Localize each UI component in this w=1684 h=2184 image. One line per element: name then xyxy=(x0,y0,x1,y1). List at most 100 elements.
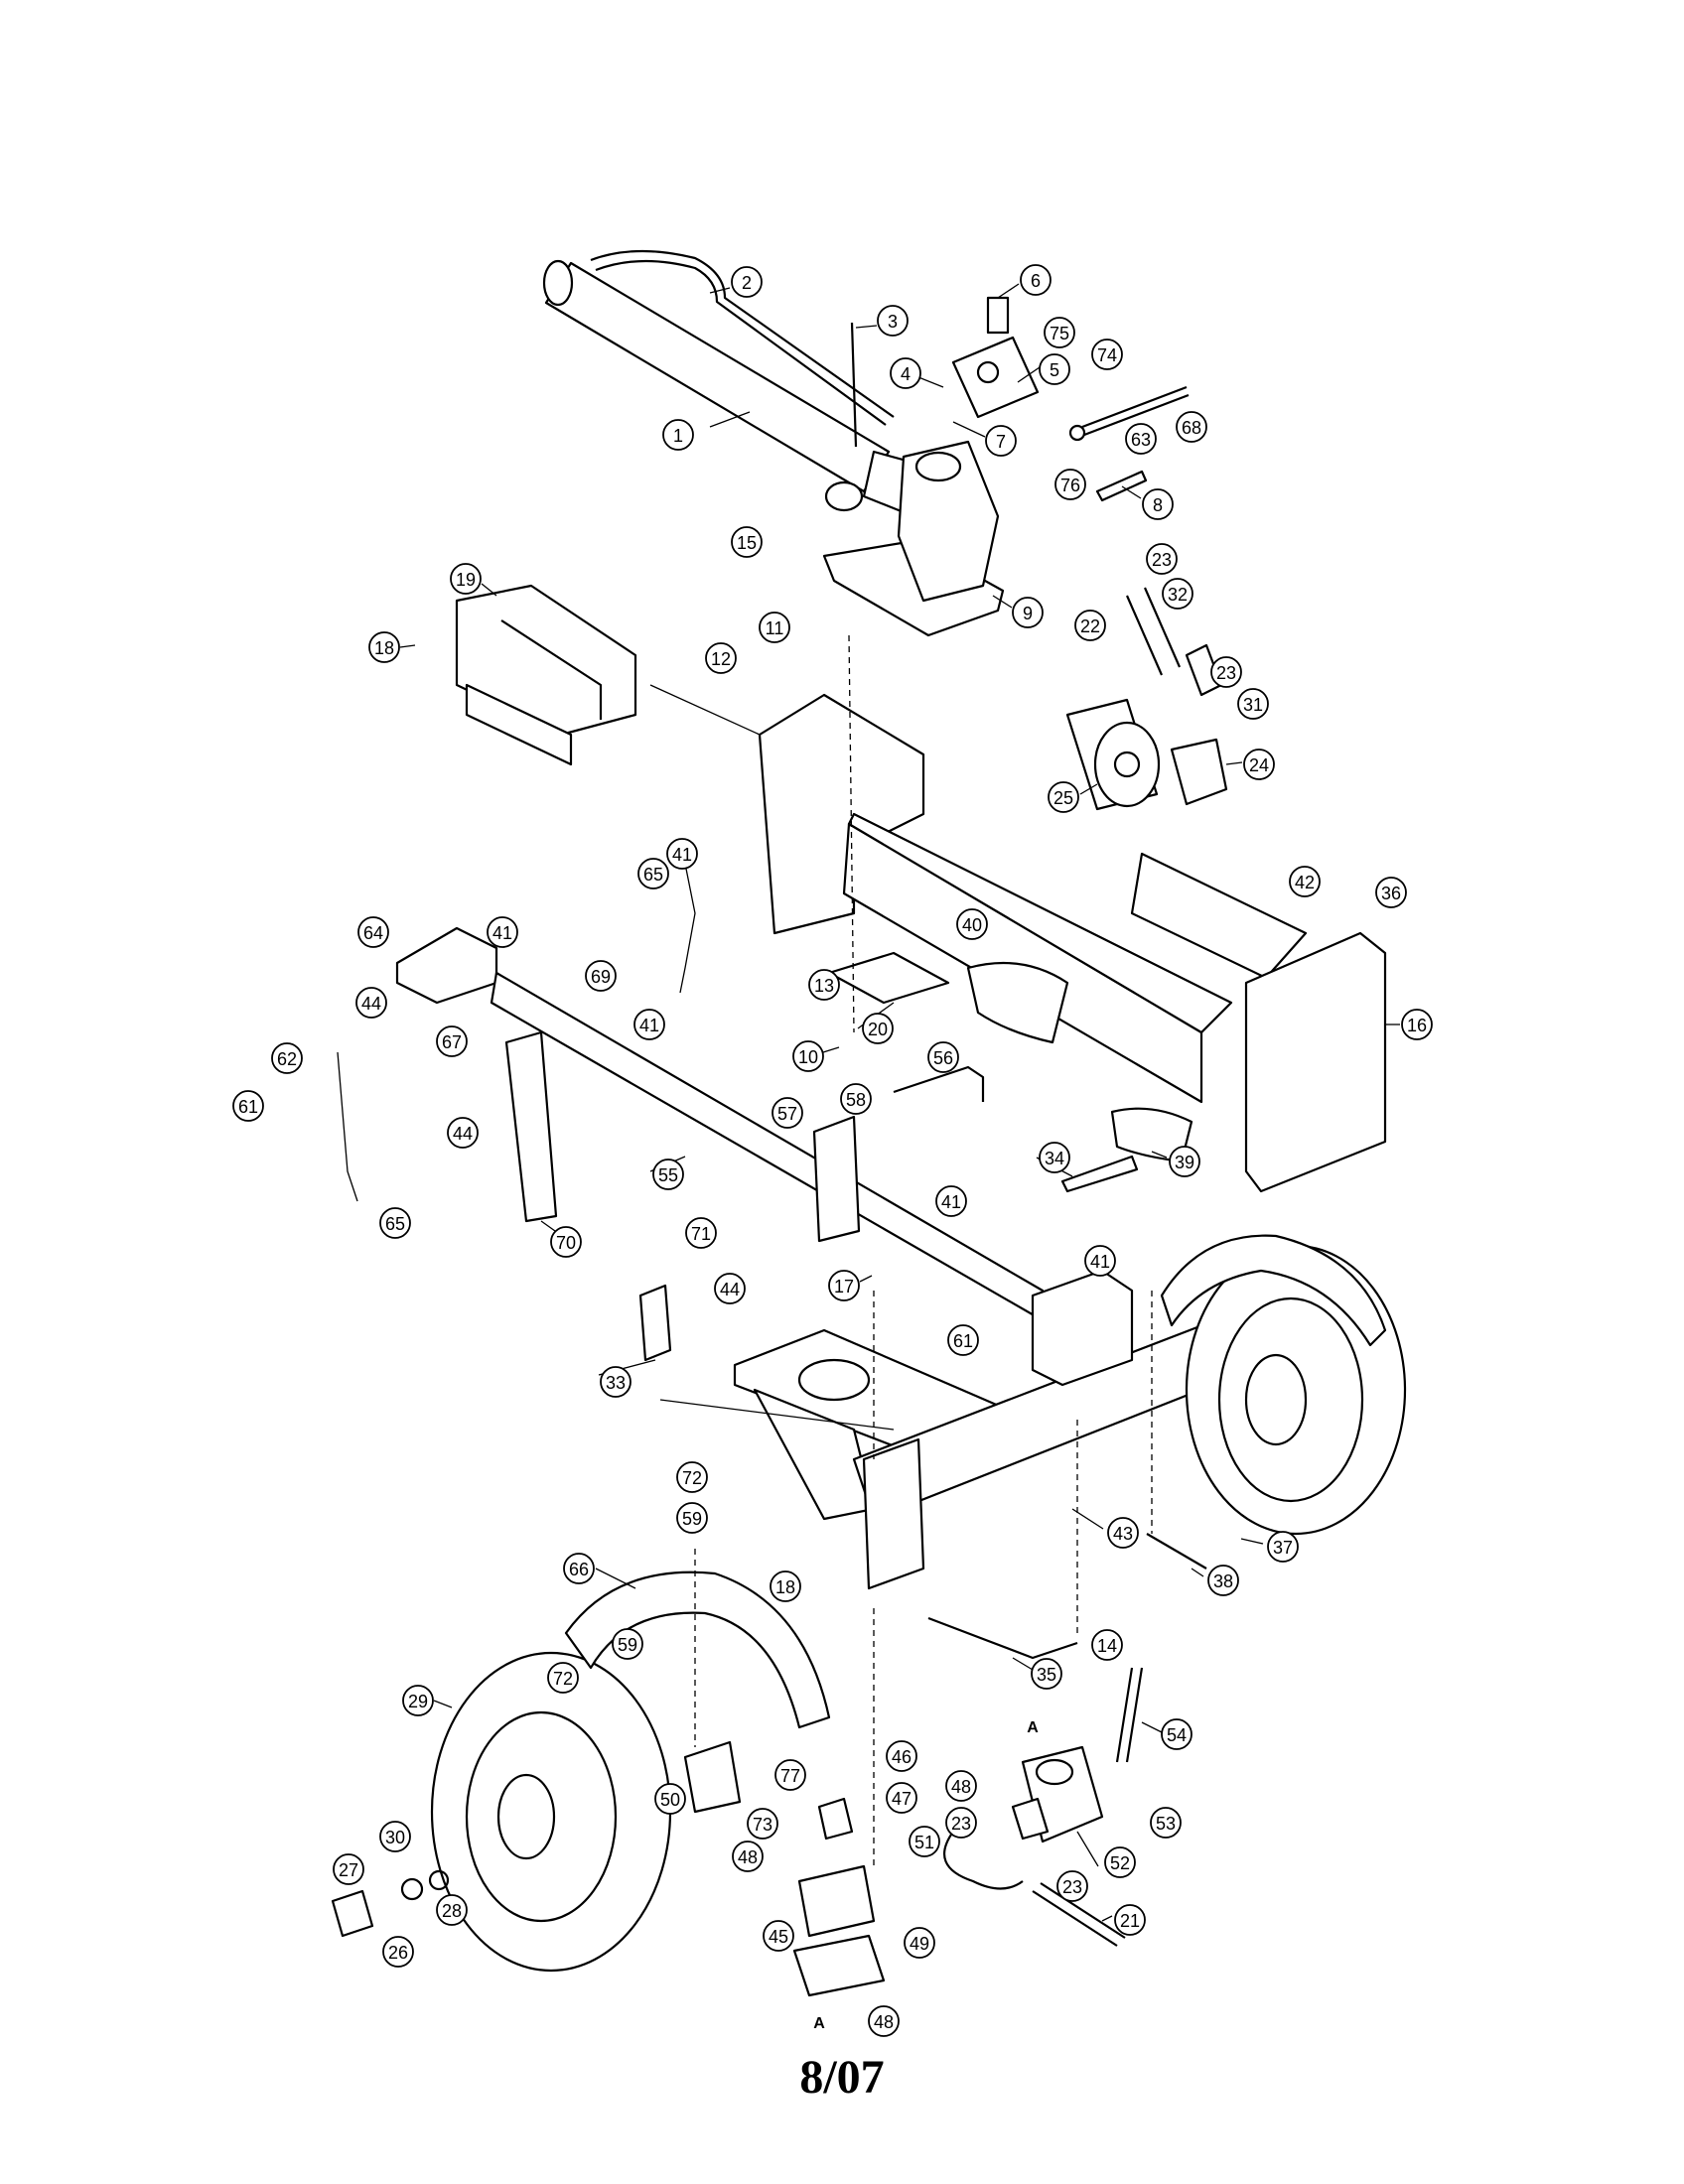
callout-number: 57 xyxy=(777,1104,797,1124)
pin-34 xyxy=(1060,1155,1139,1193)
callout-number: 42 xyxy=(1295,873,1315,892)
callout-circle xyxy=(666,838,698,870)
callout-number: 19 xyxy=(456,570,476,590)
callout-number: 21 xyxy=(1120,1911,1140,1931)
callout-number: 44 xyxy=(720,1280,740,1299)
callout-circle xyxy=(840,1083,872,1115)
jack-stand xyxy=(638,1284,672,1362)
callout-51: 51 xyxy=(909,1826,940,1857)
callout-4: 4 xyxy=(890,357,921,389)
callout-circle xyxy=(1267,1531,1299,1563)
callout-circle xyxy=(935,1185,967,1217)
callout-circle xyxy=(1056,1870,1088,1902)
callout-number: 24 xyxy=(1249,755,1269,775)
callout-circle xyxy=(1150,1807,1182,1839)
callout-77: 77 xyxy=(774,1759,806,1791)
callout-circle xyxy=(1091,1629,1123,1661)
callout-circle xyxy=(1176,411,1207,443)
callout-circle xyxy=(550,1226,582,1258)
callout-64: 64 xyxy=(357,916,389,948)
callout-circle xyxy=(1091,339,1123,370)
callout-number: 15 xyxy=(737,533,757,553)
revision-date: 8/07 xyxy=(799,2051,885,2104)
callout-number: 41 xyxy=(672,845,692,865)
callout-circle xyxy=(1048,781,1079,813)
callout-10: 10 xyxy=(792,1040,824,1072)
callout-44: 44 xyxy=(447,1117,479,1149)
callout-35: 35 xyxy=(1031,1658,1062,1690)
callout-61: 61 xyxy=(232,1090,264,1122)
callout-number: 41 xyxy=(1090,1252,1110,1272)
pump-mount xyxy=(797,1864,876,1938)
pressure-hose xyxy=(1115,1667,1134,1763)
callout-number: 51 xyxy=(914,1833,934,1852)
callout-circle xyxy=(685,1217,717,1249)
callout-number: 62 xyxy=(277,1049,297,1069)
callout-number: 64 xyxy=(363,923,383,943)
callout-41: 41 xyxy=(1084,1245,1116,1277)
callout-59: 59 xyxy=(676,1502,708,1534)
callout-18: 18 xyxy=(368,631,400,663)
callout-circle xyxy=(1039,1142,1070,1173)
callout-circle xyxy=(909,1826,940,1857)
callout-number: 49 xyxy=(910,1934,929,1954)
callout-69: 69 xyxy=(585,960,617,992)
callout-number: 18 xyxy=(374,638,394,658)
safety-chain-left xyxy=(337,1051,358,1202)
callout-circle xyxy=(828,1270,860,1301)
connection-letters: AA xyxy=(813,1719,1039,2032)
fender-left xyxy=(564,1570,831,1729)
callout-circle xyxy=(1161,1718,1193,1750)
callout-68: 68 xyxy=(1176,411,1207,443)
callout-circle xyxy=(1375,877,1407,908)
callout-circle xyxy=(927,1041,959,1073)
callout-circle xyxy=(652,1159,684,1190)
callout-9: 9 xyxy=(1012,597,1044,628)
callout-circle xyxy=(705,642,737,674)
suction-hose xyxy=(943,1831,1024,1890)
callout-circle xyxy=(637,858,669,889)
callout-72: 72 xyxy=(547,1662,579,1694)
safety-chain-right xyxy=(679,863,696,994)
callout-number: 67 xyxy=(442,1032,462,1052)
axle-frame xyxy=(733,1269,1253,1590)
callout-number: 13 xyxy=(814,976,834,996)
wedge-assembly xyxy=(455,584,637,766)
callout-number: 45 xyxy=(769,1927,788,1947)
callout-23: 23 xyxy=(1210,656,1242,688)
callout-circle xyxy=(633,1009,665,1040)
callout-number: 44 xyxy=(361,994,381,1014)
callout-number: 50 xyxy=(660,1790,680,1810)
callout-circle xyxy=(1012,597,1044,628)
callout-46: 46 xyxy=(886,1740,917,1772)
callout-number: 56 xyxy=(933,1048,953,1068)
callout-14: 14 xyxy=(1091,1629,1123,1661)
callout-number: 23 xyxy=(1152,550,1172,570)
axle-nut xyxy=(400,1877,424,1901)
callout-59: 59 xyxy=(612,1628,643,1660)
callout-5: 5 xyxy=(1039,353,1070,385)
callout-circle xyxy=(945,1770,977,1802)
callout-circle xyxy=(547,1662,579,1694)
callout-23: 23 xyxy=(1146,543,1178,575)
callout-41: 41 xyxy=(633,1009,665,1040)
callout-number: 9 xyxy=(1023,604,1033,623)
connection-letter: A xyxy=(813,2015,825,2032)
callout-38: 38 xyxy=(1207,1565,1239,1596)
callout-27: 27 xyxy=(333,1853,364,1885)
callout-56: 56 xyxy=(927,1041,959,1073)
callout-22: 22 xyxy=(1074,610,1106,641)
callout-55: 55 xyxy=(652,1159,684,1190)
callout-number: 10 xyxy=(798,1047,818,1067)
callout-number: 28 xyxy=(442,1901,462,1921)
callout-71: 71 xyxy=(685,1217,717,1249)
callout-circle xyxy=(1401,1009,1433,1040)
callout-circle xyxy=(732,1841,764,1872)
callout-circle xyxy=(585,960,617,992)
callout-number: 34 xyxy=(1045,1149,1064,1168)
callout-circle xyxy=(1020,264,1052,296)
callout-number: 72 xyxy=(553,1669,573,1689)
callout-circle xyxy=(1210,656,1242,688)
pressure-hose-edge xyxy=(1125,1667,1144,1763)
fender-right xyxy=(1160,1234,1387,1347)
